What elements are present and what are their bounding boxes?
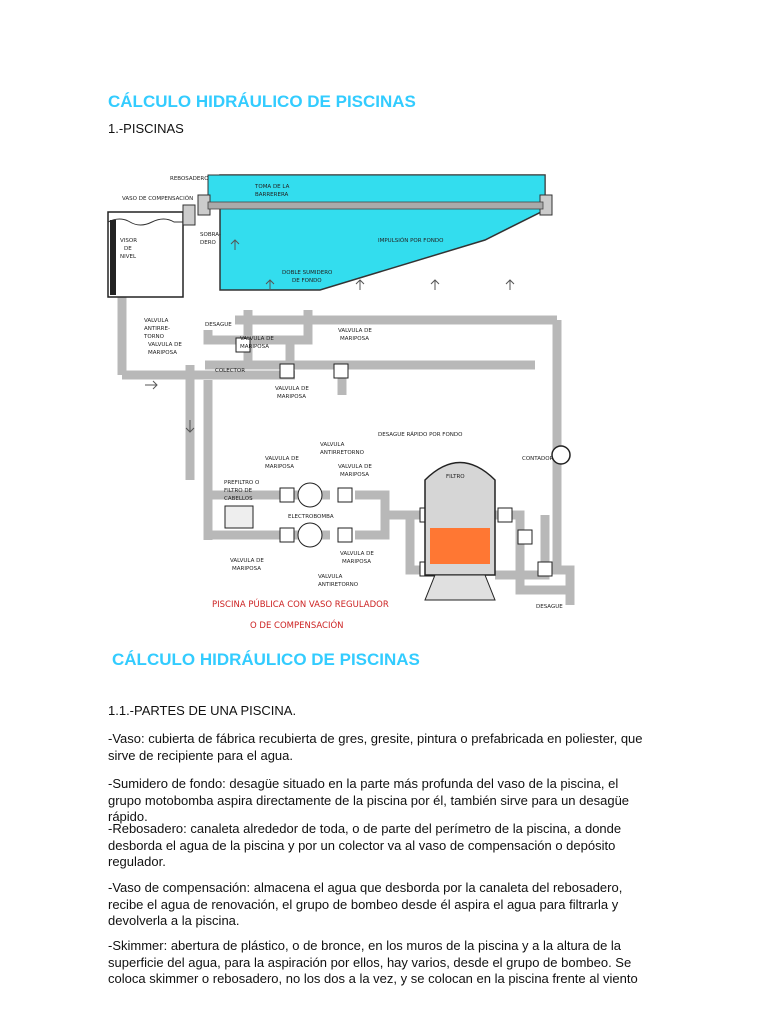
label-toma-1: TOMA DE LA [254,184,290,190]
label-antirretorno-a2: ANTIRRE- [144,326,170,332]
pool-basin [197,174,553,291]
label-impulsion: IMPULSIÓN POR FONDO [378,237,444,244]
label-electrobomba: ELECTROBOMBA [288,514,334,520]
label-prefiltro-1: PREFILTRO O [224,480,260,486]
paragraph-skimmer: -Skimmer: abertura de plástico, o de bro… [108,938,638,986]
label-contador: CONTADOR [522,456,554,462]
label-vm-h1: VALVULA DE [340,551,374,557]
label-va-bot-2: ANTIRETORNO [318,582,359,588]
label-visor-2: DE [124,246,132,252]
label-vm-d2: MARIPOSA [277,394,306,400]
label-antirretorno-a3: TORNO [143,334,165,340]
caption-line-1: PISCINA PÚBLICA CON VASO REGULADOR [212,598,389,610]
label-toma-2: BARRERERA [255,192,289,198]
diagram-caption: PISCINA PÚBLICA CON VASO REGULADOR O DE … [212,598,389,631]
label-vm-g2: MARIPOSA [232,566,261,572]
electric-pumps [224,482,323,548]
page-title-repeat: CÁLCULO HIDRÁULICO DE PISCINAS [112,650,420,669]
label-prefiltro-2: FILTRO DE [224,488,253,494]
diagram-labels: REBOSADERO VASO DE COMPENSACIÓN TOMA DE … [120,176,563,610]
paragraph-sumidero: -Sumidero de fondo: desagüe situado en l… [108,776,630,824]
label-vm-a1: VALVULA DE [148,342,182,348]
label-vm-c2: MARIPOSA [340,336,369,342]
valve-4 [279,487,295,503]
caption-line-2: O DE COMPENSACIÓN [250,619,344,631]
label-vm-b2: MARIPOSA [240,344,269,350]
label-desague-1: DESAGUE [205,322,232,328]
label-vm-g1: VALVULA DE [230,558,264,564]
label-visor-3: NIVEL [120,254,137,260]
valve-9 [497,507,513,523]
label-va-bot-1: VALVULA [318,574,343,580]
valve-6 [279,527,295,543]
label-vm-c1: VALVULA DE [338,328,372,334]
label-filtro: FILTRO [446,474,465,480]
valves [235,337,553,577]
label-antirretorno-a1: VALVULA [144,318,169,324]
paragraph-vaso: -Vaso: cubierta de fábrica recubierta de… [108,731,643,763]
label-vm-a2: MARIPOSA [148,350,177,356]
label-vm-b1: VALVULA DE [240,336,274,342]
subsection-heading: 1.1.-PARTES DE UNA PISCINA. [108,703,297,718]
filter-tank [424,461,496,601]
flow-arrows [145,239,515,433]
pool-hydraulic-diagram: REBOSADERO VASO DE COMPENSACIÓN TOMA DE … [107,174,575,631]
label-vm-e1: VALVULA DE [265,456,299,462]
valve-5 [337,487,353,503]
paragraph-rebosadero: -Rebosadero: canaleta alrededor de toda,… [108,821,622,869]
valve-1 [235,337,251,353]
label-vm-d1: VALVULA DE [275,386,309,392]
label-vm-e2: MARIPOSA [265,464,294,470]
label-rebosadero: REBOSADERO [170,176,209,182]
label-sobradero-2: DERO [200,240,217,246]
label-vaso-compensacion: VASO DE COMPENSACIÓN [122,195,193,202]
label-colector: COLECTOR [215,368,245,374]
valve-2 [279,363,295,379]
valve-7 [337,527,353,543]
flow-meter [551,445,571,465]
valve-11 [517,529,533,545]
label-doble-sumidero-1: DOBLE SUMIDERO [282,270,333,276]
paragraph-vaso-compensacion: -Vaso de compensación: almacena el agua … [108,880,623,928]
label-visor-1: VISOR [120,238,137,244]
label-va-top-1: VALVULA [320,442,345,448]
label-desague-rapido: DESAGUE RÁPIDO POR FONDO [378,431,463,438]
label-sobradero-1: SOBRA- [200,232,221,238]
label-vm-f1: VALVULA DE [338,464,372,470]
page-title: CÁLCULO HIDRÁULICO DE PISCINAS [108,92,416,111]
valve-3 [333,363,349,379]
label-doble-sumidero-2: DE FONDO [292,278,322,284]
section-heading: 1.-PISCINAS [108,121,184,136]
compensation-tank [107,204,196,298]
label-vm-f2: MARIPOSA [340,472,369,478]
label-prefiltro-3: CABELLOS [224,496,253,502]
label-va-top-2: ANTIRRETORNO [320,450,365,456]
valve-12 [537,561,553,577]
label-vm-h2: MARIPOSA [342,559,371,565]
label-desague-2: DESAGUE [536,604,563,610]
